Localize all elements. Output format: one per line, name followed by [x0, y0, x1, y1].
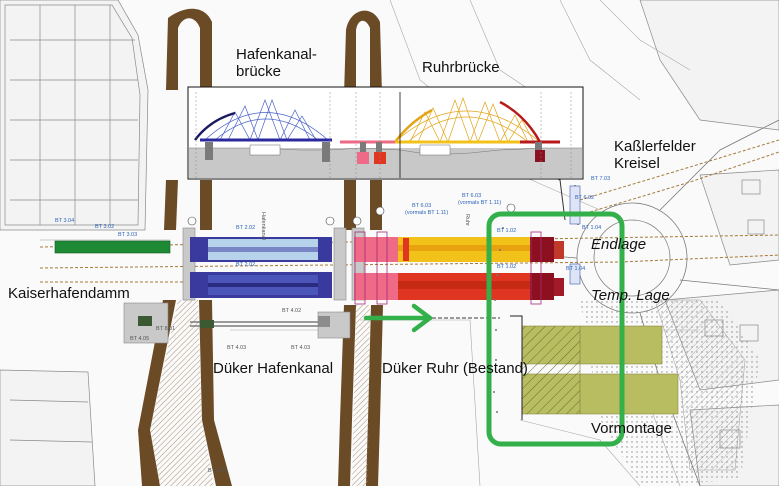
embankment-hatch: [654, 299, 746, 471]
bt-label: BT 4.03: [291, 345, 311, 351]
hafenkanal-bridge-temp: [190, 272, 332, 298]
hafenkanal-bank-hatch: [150, 300, 214, 486]
kaiserhafendamm-bar: [54, 240, 171, 254]
left-building: [0, 0, 149, 231]
dueker-marker-b: [318, 316, 330, 326]
ruhr-bridge-endlage: [354, 237, 564, 262]
bt-label: BT 1.02: [497, 264, 517, 270]
abutment-core: [138, 316, 152, 326]
bt-label: BT 4.03: [227, 345, 247, 351]
lower-left-building: [0, 369, 96, 486]
bt-label: (vormals BT 1.11): [405, 210, 449, 216]
dueker-ruhr-text: Düker Ruhr: [382, 360, 459, 377]
bt-label: BT 3.03: [118, 232, 138, 238]
bt-label: BT 8.01: [156, 326, 176, 332]
endlage-label: Endlage: [591, 236, 647, 253]
ruhr-vertical-label: Ruhr: [464, 214, 470, 226]
kasslerfelder-kreisel-label: Kaßlerfelder Kreisel: [614, 138, 696, 173]
ruhr-bank-hatch: [352, 305, 370, 486]
river-ruhr: [338, 10, 383, 486]
hafenkanalbruecke-line1: Hafenkanal-: [236, 46, 317, 63]
vormontage-highlight-frame: [486, 211, 625, 447]
bt-label: BT 1.02: [497, 228, 517, 234]
hafenkanal-bridge-endlage: [190, 237, 332, 262]
dueker-hafenkanal-label: Düker Hafenkanal: [213, 360, 334, 377]
kasslerfelder-line2: Kreisel: [614, 155, 660, 173]
kaiserhafendamm-label: Kaiserhafendamm: [8, 285, 130, 302]
bt-label: BT 3.04: [55, 218, 75, 224]
bt-label: (vormals BT 1.11): [458, 200, 502, 206]
hafenkanalbruecke-line2: brücke: [236, 63, 282, 81]
bt-label: BT 1.04: [566, 266, 586, 272]
bt-label: BT 2.02: [236, 225, 256, 231]
hafenkanal-arch: [204, 98, 329, 142]
axis-markers: [187, 203, 516, 226]
elevation-panel: [187, 86, 584, 180]
bt-label: BT 6.02: [575, 195, 595, 201]
bt-label: BT 1.04: [582, 225, 602, 231]
bt-label: BT 4.05: [130, 336, 150, 342]
bt-label: BT 3.02: [95, 224, 115, 230]
bt-label: BT 7.03: [591, 176, 611, 182]
hafenkanal-vertical-label: Hafenkanal: [260, 212, 266, 240]
ruhr-bridge-temp: [354, 273, 564, 300]
hafenkanalbruecke-label: Hafenkanal- brücke: [236, 46, 317, 81]
temp-lage-label: Temp. Lage: [591, 287, 670, 304]
river-hafenkanal: [138, 8, 232, 486]
vormontage-label: Vormontage: [591, 420, 672, 437]
survey-dots: [493, 227, 504, 413]
bt-label: BT 6.03: [412, 203, 432, 209]
kasslerfelder-line1: Kaßlerfelder: [614, 138, 696, 155]
bt-label: BT 6.03: [462, 193, 482, 199]
green-arrow: [363, 303, 433, 333]
dueker-ruhr-bestand: (Bestand): [462, 360, 528, 377]
bt-label: BT 6.06: [208, 468, 228, 474]
dueker-marker-a: [200, 320, 214, 328]
bridge-piers: [354, 231, 542, 305]
vormontage-area: [510, 315, 679, 420]
dueker-ruhr-label: Düker Ruhr (Bestand): [382, 360, 528, 377]
ruhrbruecke-label: Ruhrbrücke: [422, 59, 500, 76]
bt-label: BT 4.02: [282, 308, 302, 314]
bt-label: BT 2.02: [236, 262, 256, 268]
